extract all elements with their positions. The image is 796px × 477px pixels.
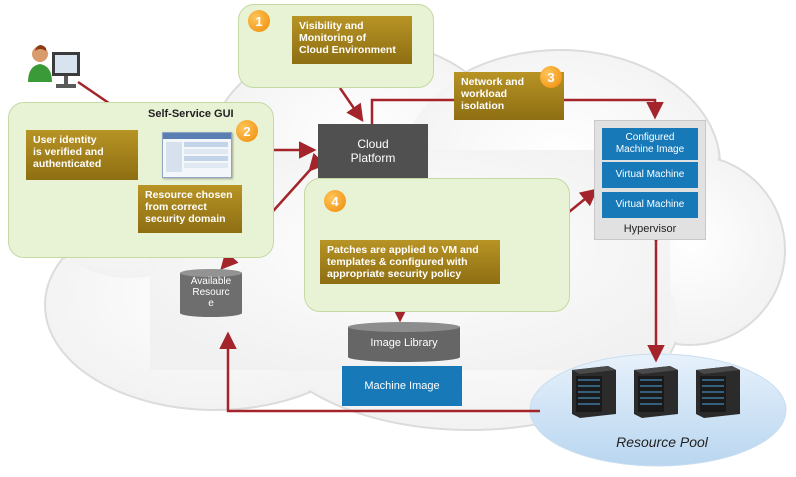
arrow-pool-to-available-resource <box>219 331 540 413</box>
self-service-panel <box>8 102 274 258</box>
machine-image-box: Machine Image <box>342 366 462 406</box>
resource-chosen-text: Resource chosen from correct security do… <box>138 185 242 233</box>
available-resource-cylinder <box>180 269 242 317</box>
user-at-computer-icon <box>26 42 86 94</box>
server-rack-icon <box>568 362 620 418</box>
gui-window-icon <box>162 132 232 178</box>
server-rack-icon <box>630 362 682 418</box>
step-3-badge: 3 <box>540 66 562 88</box>
identity-text: User identity is verified and authentica… <box>26 130 138 180</box>
step-1-badge: 1 <box>248 10 270 32</box>
virtual-machine-1: Virtual Machine <box>602 162 698 188</box>
available-resource-label: Available Resourc e <box>190 276 232 309</box>
configured-machine-image: Configured Machine Image <box>602 128 698 160</box>
virtual-machine-2: Virtual Machine <box>602 192 698 218</box>
arrow-monitoring-to-platform <box>338 87 364 123</box>
step-4-badge: 4 <box>324 190 346 212</box>
image-library-label: Image Library <box>370 337 438 349</box>
network-isolation-text: Network and workload isolation <box>454 72 564 120</box>
step-2-badge: 2 <box>236 120 258 142</box>
patching-text: Patches are applied to VM and templates … <box>320 240 500 284</box>
resource-pool-label: Resource Pool <box>616 434 708 450</box>
hypervisor-label: Hypervisor <box>623 223 677 235</box>
monitoring-text: Visibility and Monitoring of Cloud Envir… <box>292 16 412 64</box>
server-rack-icon <box>692 362 744 418</box>
self-service-title: Self-Service GUI <box>148 108 234 120</box>
image-library-cylinder <box>348 322 460 362</box>
cloud-platform-box: Cloud Platform <box>318 124 428 178</box>
